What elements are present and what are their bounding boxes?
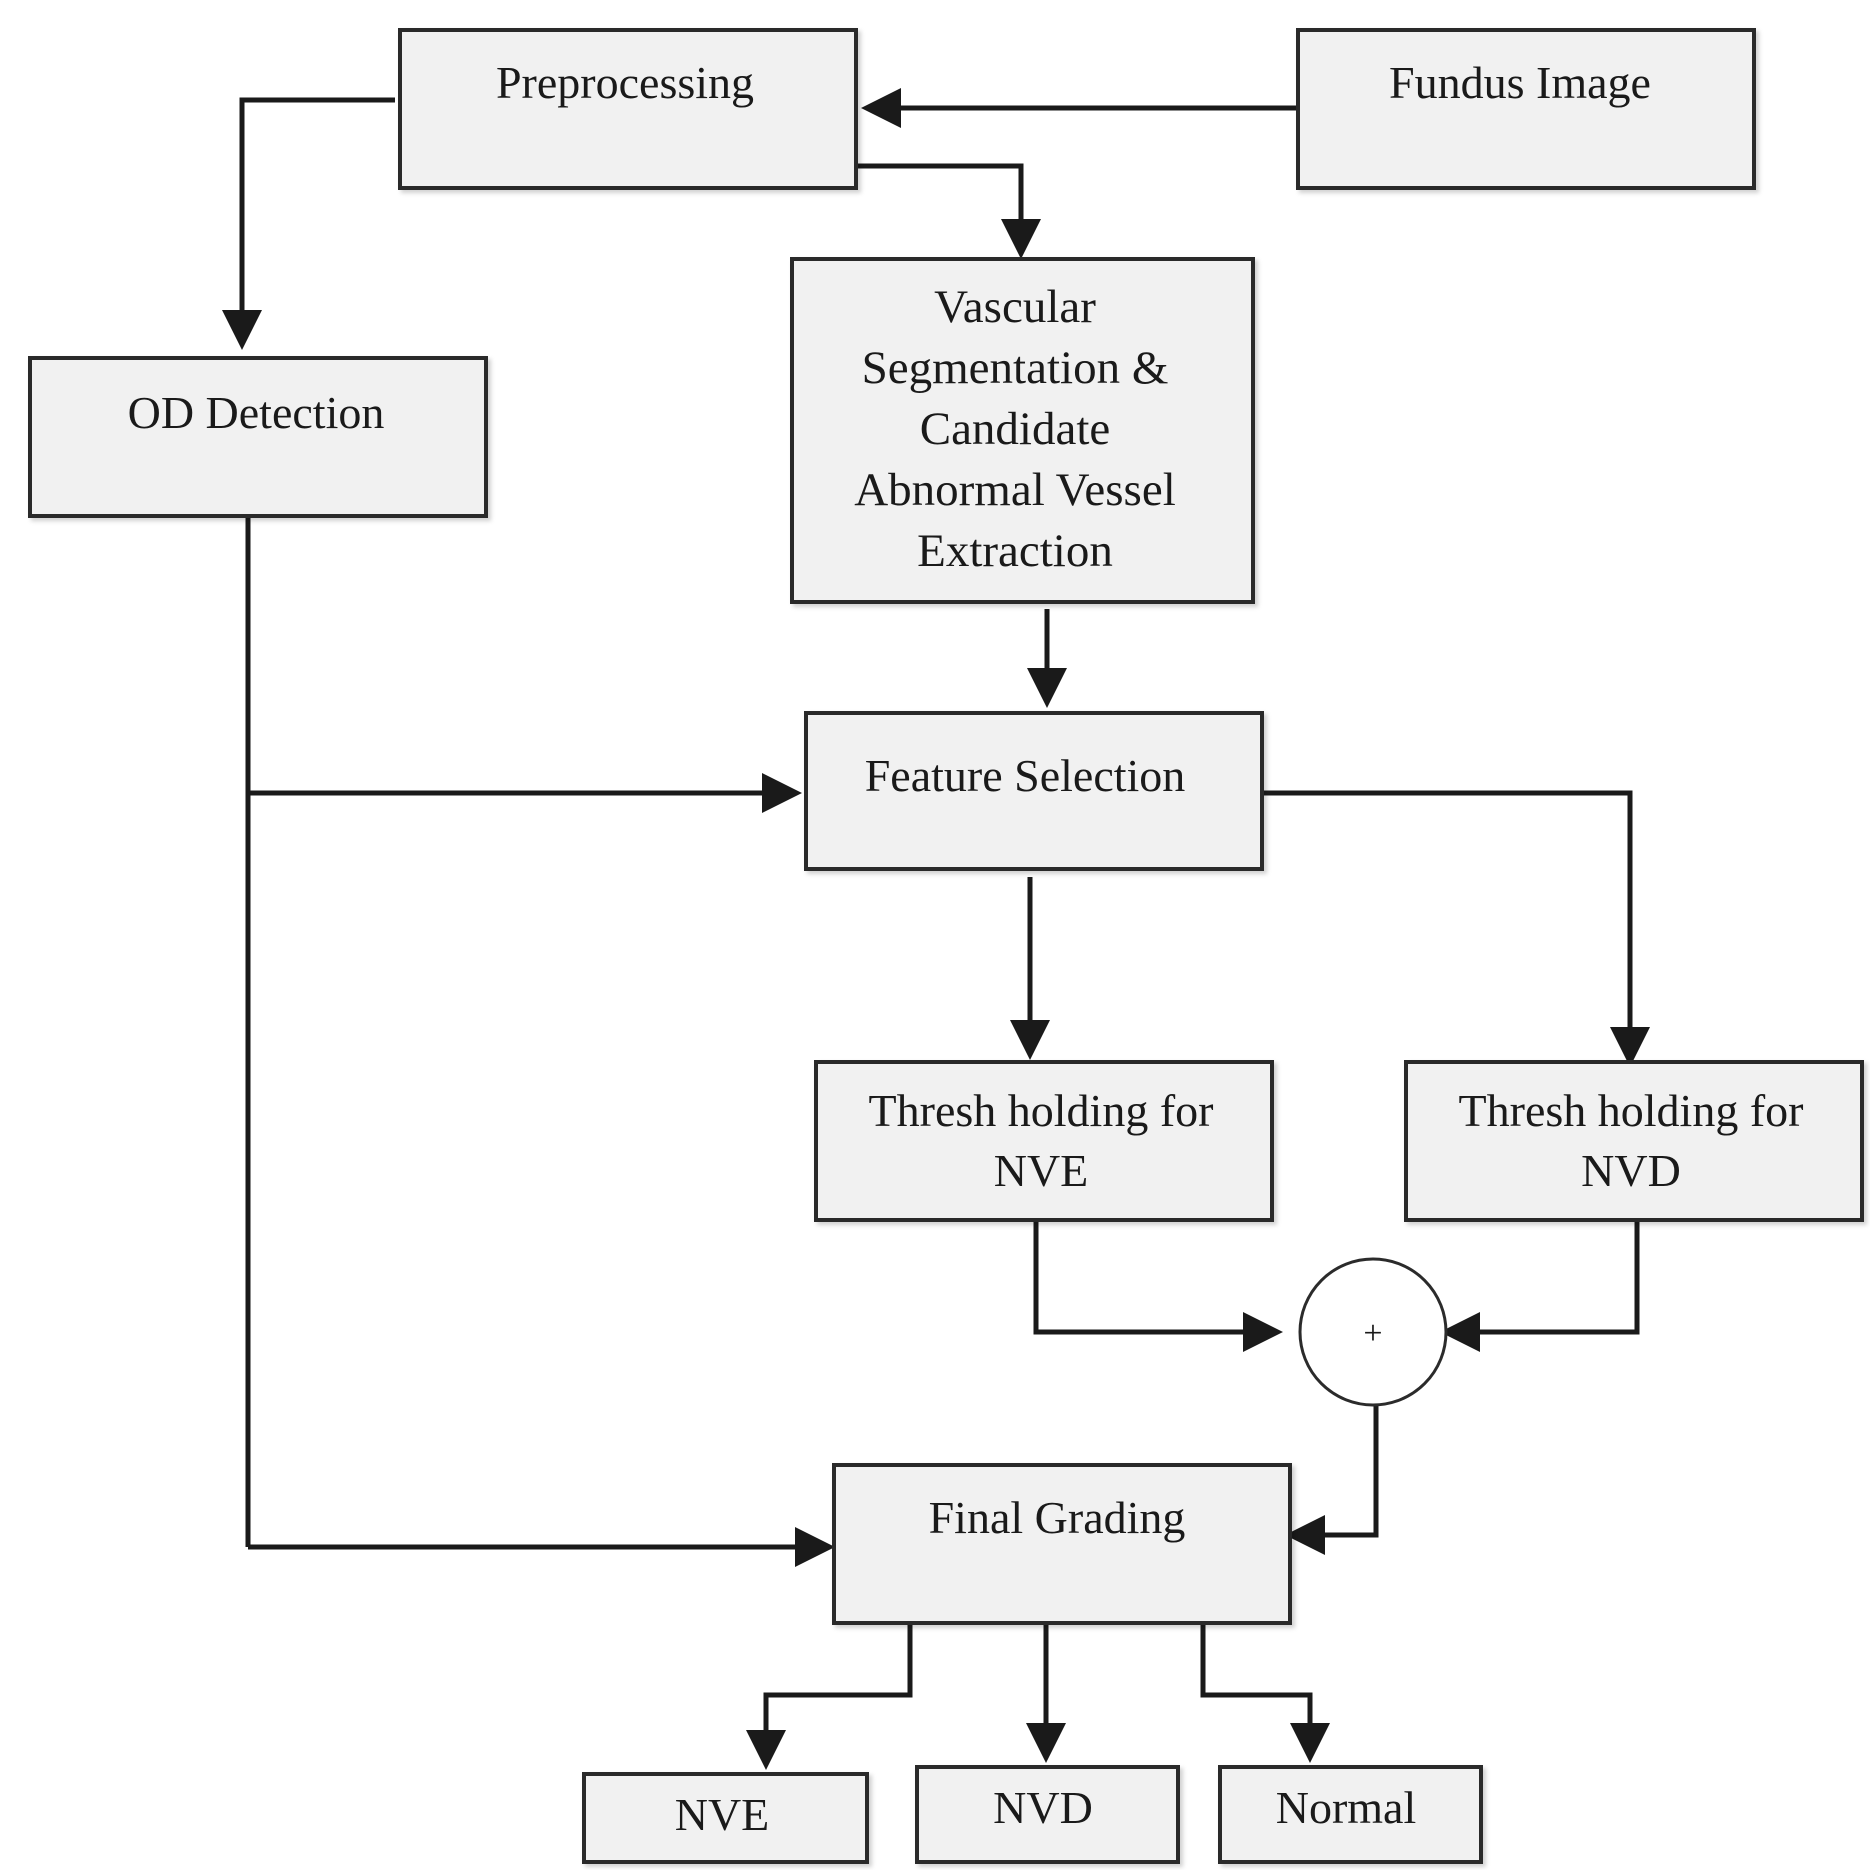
node-fundus-image: Fundus Image — [1296, 28, 1756, 190]
node-od-detection-label: OD Detection — [128, 387, 385, 438]
node-vascular-segmentation: Vascular Segmentation & Candidate Abnorm… — [790, 257, 1255, 604]
edge-preprocessing-to-vascular-segmentation — [856, 163, 1041, 259]
edge-nvd-threshold-to-sum — [1440, 1216, 1640, 1352]
node-vascular-segmentation-line-4: Abnormal Vessel — [854, 464, 1176, 516]
node-output-normal-label: Normal — [1276, 1782, 1417, 1833]
edge-final-grading-to-nve — [746, 1620, 913, 1770]
edge-sum-to-final-grading — [1285, 1400, 1379, 1555]
edge-preprocessing-to-od-detection — [222, 97, 395, 350]
node-preprocessing-label: Preprocessing — [496, 57, 754, 108]
node-final-grading: Final Grading — [832, 1463, 1292, 1625]
node-thresholding-nve: Thresh holding for NVE — [814, 1060, 1274, 1222]
node-thresholding-nvd-line-1: Thresh holding for — [1459, 1085, 1804, 1136]
node-output-nvd-label: NVD — [993, 1782, 1093, 1833]
node-vascular-segmentation-line-1: Vascular — [934, 281, 1096, 333]
node-final-grading-label: Final Grading — [929, 1492, 1186, 1543]
node-thresholding-nve-line-1: Thresh holding for — [869, 1085, 1214, 1136]
edge-nve-threshold-to-sum — [1033, 1216, 1283, 1352]
node-output-nve: NVE — [582, 1772, 869, 1864]
node-feature-selection: Feature Selection — [804, 711, 1264, 871]
sum-operator-label: + — [1363, 1315, 1382, 1352]
node-preprocessing: Preprocessing — [398, 28, 858, 190]
node-feature-selection-label: Feature Selection — [865, 750, 1186, 801]
sum-operator-node: + — [1298, 1257, 1448, 1407]
edge-final-grading-to-normal — [1200, 1620, 1330, 1763]
node-fundus-image-label: Fundus Image — [1389, 57, 1651, 108]
node-thresholding-nve-line-2: NVE — [994, 1145, 1089, 1196]
node-vascular-segmentation-line-3: Candidate — [920, 403, 1111, 455]
node-vascular-segmentation-line-5: Extraction — [917, 525, 1113, 577]
node-thresholding-nvd: Thresh holding for NVD — [1404, 1060, 1864, 1222]
node-output-nve-label: NVE — [675, 1789, 770, 1840]
node-thresholding-nvd-line-2: NVD — [1581, 1145, 1681, 1196]
node-output-normal: Normal — [1218, 1765, 1483, 1864]
node-output-nvd: NVD — [915, 1765, 1180, 1864]
edge-feature-selection-to-nvd-threshold — [1262, 790, 1650, 1067]
edges — [222, 88, 1650, 1770]
node-od-detection: OD Detection — [28, 356, 488, 518]
node-vascular-segmentation-line-2: Segmentation & — [862, 342, 1169, 394]
